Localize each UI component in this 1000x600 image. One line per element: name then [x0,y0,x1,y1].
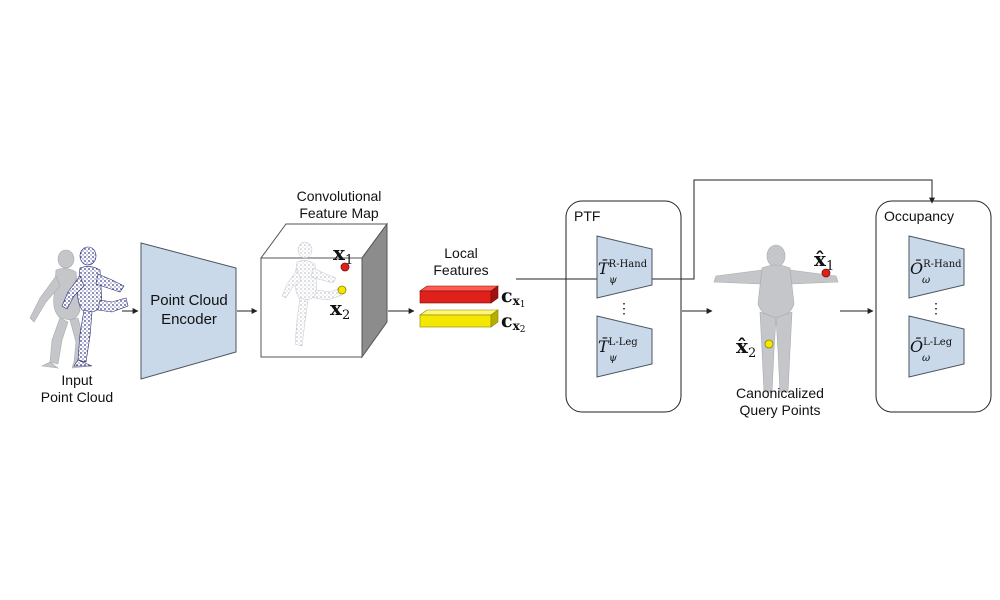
occupancy-title: Occupancy [884,208,954,224]
occupancy-box [875,200,992,413]
c-x1-symbol: cx1 [501,285,525,310]
canonical-label-line1: Canonicalized [736,385,824,401]
occupancy-r-hand-sub: ω [922,275,930,286]
red-feature-bar [419,285,499,304]
ptf-r-hand-sub: ψ [609,275,617,286]
local-features-label-line2: Features [433,262,488,278]
canonical-point-x2-yellow [764,339,774,349]
x1-symbol: x1 [333,241,353,268]
occupancy-l-leg-block [908,315,965,378]
yellow-feature-bar [419,309,499,328]
encoder-label-line2: Encoder [161,311,217,328]
ptf-dots: ⋮ [617,301,631,317]
ptf-l-leg-sub: ψ [609,353,617,364]
input-figures-image [29,246,129,369]
canonical-label-line2: Query Points [740,402,821,418]
connector-feature-to-occupancy [516,179,935,280]
ptf-title: PTF [574,208,600,224]
query-point-x2-yellow [337,285,347,295]
occupancy-l-leg-label: ŌL-Leg [910,336,953,356]
feature-map-label-line1: Convolutional [297,188,382,204]
cube-feature-map [260,222,388,359]
ptf-box [565,200,682,413]
ptf-l-leg-label: T̄L-Leg [598,335,638,356]
x2-symbol: x2 [330,296,350,323]
ptf-r-hand-block [596,235,653,299]
occupancy-l-leg-sub: ω [922,353,930,364]
c-x2-symbol: cx2 [501,310,525,335]
canonical-point-x1-red [821,268,831,278]
input-label-line1: Input [61,372,92,388]
ptf-l-leg-block [596,315,653,378]
x1-hat-symbol: x̂1 [814,247,834,274]
occupancy-dots: ⋮ [929,301,943,317]
point-cloud-encoder-block [140,242,237,380]
occupancy-r-hand-block [908,235,965,299]
query-point-x1-red [340,262,350,272]
input-label-line2: Point Cloud [41,389,113,405]
local-features-label-line1: Local [444,245,477,261]
occupancy-r-hand-label: ŌR-Hand [910,258,962,278]
ptf-r-hand-label: T̄R-Hand [598,257,648,278]
canonical-body-image [713,244,839,393]
encoder-label-line1: Point Cloud [150,292,228,309]
x2-hat-symbol: x̂2 [736,334,756,361]
feature-map-label-line2: Feature Map [299,205,379,221]
